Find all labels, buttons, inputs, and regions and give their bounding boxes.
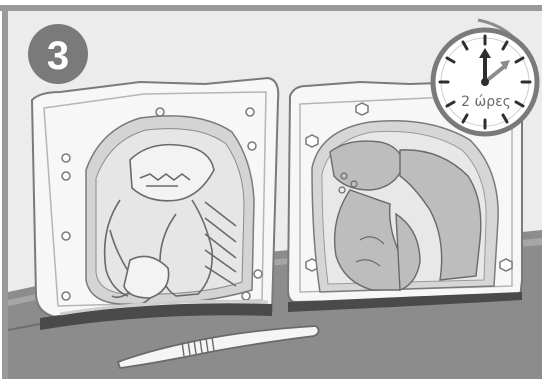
step-badge: 3 xyxy=(28,24,88,84)
step-number: 3 xyxy=(47,34,69,78)
timer-label: 2 ώρες xyxy=(461,94,511,110)
dragon-mold-left xyxy=(32,78,278,330)
